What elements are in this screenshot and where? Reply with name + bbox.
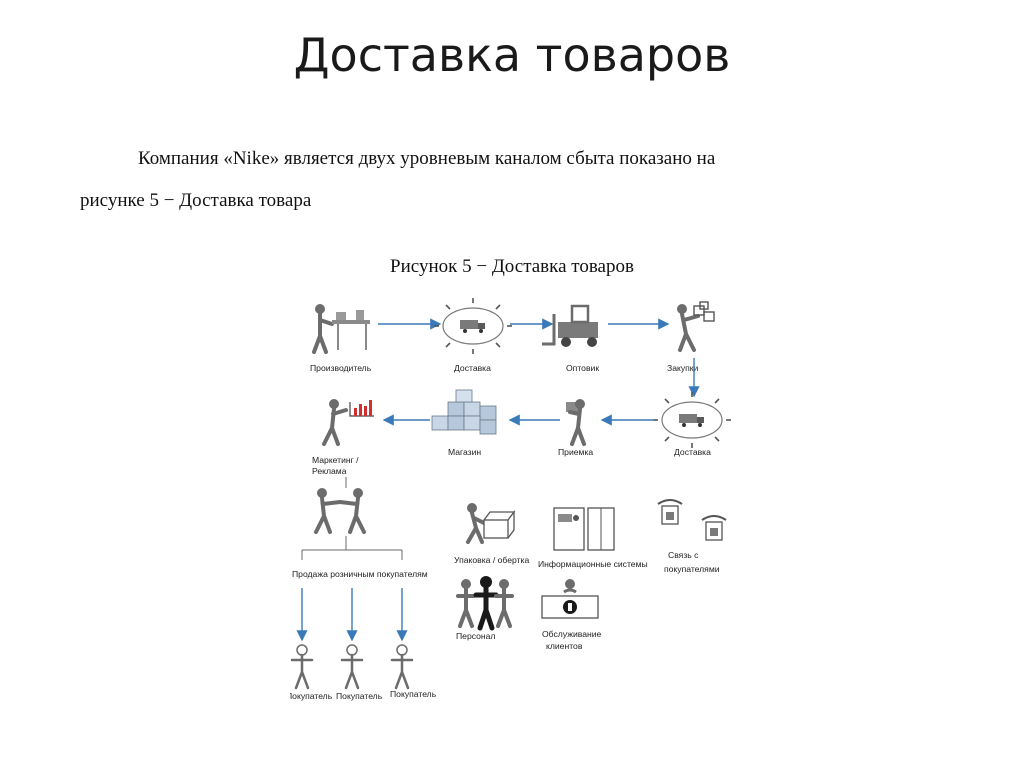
delivery-truck-icon (434, 298, 512, 354)
label-buyer-1: Покупатель (290, 691, 333, 701)
label-wholesaler: Оптовик (566, 363, 599, 373)
slide-title: Доставка товаров (0, 28, 1024, 82)
intro-paragraph-line-1: Компания «Nike» является двух уровневым … (138, 148, 715, 170)
phone-icon (658, 500, 726, 540)
intro-paragraph-line-2: рисунке 5 − Доставка товара (80, 190, 311, 212)
label-information-systems: Информационные системы (538, 559, 648, 569)
personnel-icon (458, 576, 512, 628)
store-boxes-icon (432, 390, 496, 434)
label-reception: Приемка (558, 447, 593, 457)
information-systems-icon (554, 508, 614, 550)
label-packaging: Упаковка / обертка (454, 555, 529, 565)
label-delivery-1: Доставка (454, 363, 491, 373)
purchases-person-icon (677, 302, 714, 350)
label-retail-sales: Продажа розничным покупателям (292, 569, 428, 579)
figure-caption: Рисунок 5 − Доставка товаров (0, 256, 1024, 278)
label-delivery-2: Доставка (674, 447, 711, 457)
delivery-truck-icon-2 (653, 392, 731, 448)
packaging-icon (467, 503, 514, 542)
label-personnel: Персонал (456, 631, 495, 641)
label-store: Магазин (448, 447, 481, 457)
producer-icon (314, 304, 370, 352)
buyer-icon-3 (392, 645, 412, 688)
label-customer-service-1: Обслуживание (542, 629, 602, 639)
marketing-person-icon (324, 399, 374, 444)
delivery-diagram: Производитель Доставка Оптовик Закупки (290, 292, 750, 712)
label-customer-contact-2: покупателями (664, 564, 720, 574)
customer-service-icon (542, 579, 598, 618)
label-buyer-2: Покупатель (336, 691, 383, 701)
label-customer-service-2: клиентов (546, 641, 583, 651)
label-producer: Производитель (310, 363, 372, 373)
label-marketing-2: Реклама (312, 466, 347, 476)
label-marketing-1: Маркетинг / (312, 455, 359, 465)
buyer-icon-2 (342, 645, 362, 688)
forklift-icon (542, 306, 598, 347)
reception-person-icon (566, 399, 585, 444)
buyer-icon-1 (292, 645, 312, 688)
label-buyer-3: Покупатель (390, 689, 437, 699)
handshake-icon (316, 488, 364, 532)
label-customer-contact-1: Связь с (668, 550, 699, 560)
